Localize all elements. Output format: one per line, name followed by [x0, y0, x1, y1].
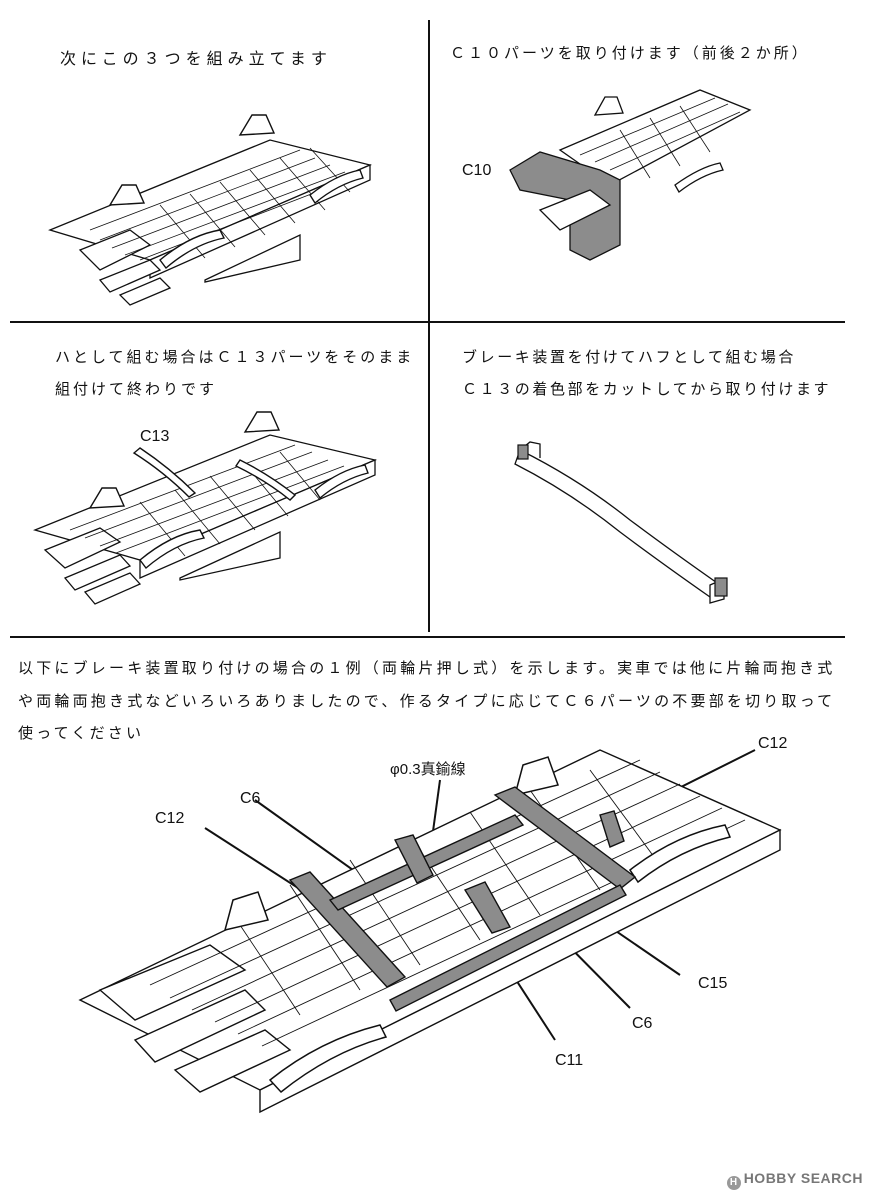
c10-attachment-diagram	[509, 89, 752, 261]
label-c10: C10	[462, 162, 492, 179]
label-c13: C13	[140, 428, 170, 445]
caption-mid-right-line2: Ｃ１３の着色部をカットしてから取り付けます	[462, 380, 832, 398]
frame-assembly-diagram-1	[48, 114, 373, 306]
label-c12-right: C12	[758, 735, 788, 752]
caption-mid-left-line1: ハとして組む場合はＣ１３パーツをそのまま	[55, 348, 415, 366]
c13-cut-part-diagram	[514, 441, 728, 604]
instruction-line-3: 使ってください	[18, 724, 145, 742]
label-c11: C11	[555, 1052, 584, 1069]
watermark-logo-icon: H	[726, 1176, 741, 1190]
label-brass-wire: φ0.3真鍮線	[390, 761, 466, 778]
caption-mid-right-line1: ブレーキ装置を付けてハフとして組む場合	[462, 348, 796, 366]
caption-mid-left-line2: 組付けて終わりです	[55, 380, 218, 398]
caption-top-right: Ｃ１０パーツを取り付けます（前後２か所）	[450, 44, 810, 62]
horizontal-divider-middle	[10, 321, 845, 323]
label-c12-left: C12	[155, 810, 185, 827]
frame-with-c13-diagram	[33, 411, 378, 605]
vertical-divider-top	[428, 20, 430, 632]
brake-assembly-diagram	[78, 749, 782, 1114]
instruction-line-1: 以下にブレーキ装置取り付けの場合の１例（両輪片押し式）を示します。実車では他に片…	[18, 659, 836, 677]
horizontal-divider-bottom	[10, 636, 845, 638]
instruction-line-2: や両輪両抱き式などいろいろありましたので、作るタイプに応じてＣ６パーツの不要部を…	[18, 692, 836, 710]
caption-top-left: 次にこの３つを組み立てます	[60, 49, 332, 68]
label-c15: C15	[698, 975, 728, 992]
label-c6-bottom: C6	[632, 1015, 653, 1032]
label-c6-top: C6	[240, 790, 261, 807]
